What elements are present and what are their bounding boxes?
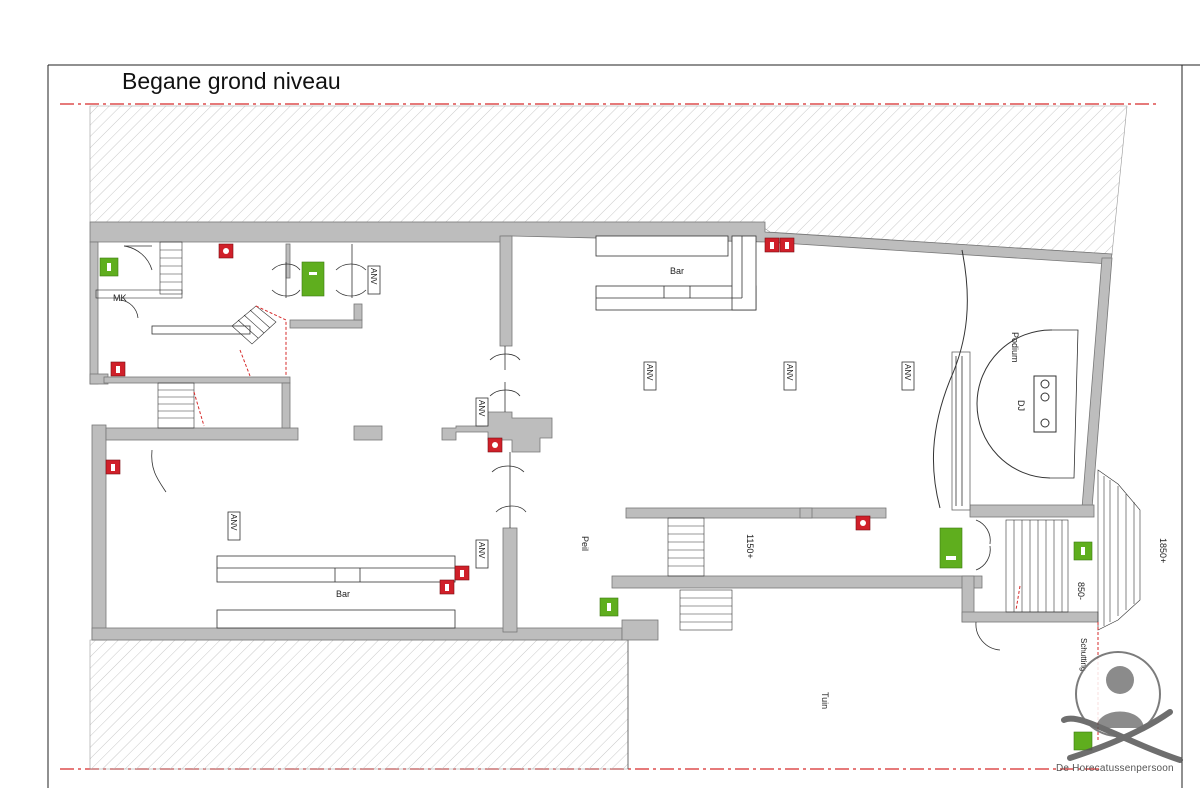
level-1150-label: 1150+ [745,534,755,559]
level-1850-label: 1850+ [1158,538,1168,563]
bar-bottom-label: Bar [336,589,350,599]
schutting-label: Schutting [1079,638,1088,671]
bar-counter-top [595,235,757,311]
kitchen-counter [151,325,251,335]
door-swing-icon [119,245,1001,651]
peil-label: Peil [580,536,590,551]
page-title: Begane grond niveau [122,68,341,94]
stairs-icon [95,241,277,429]
tuin-label: Tuin [820,692,830,709]
stairs-icon [1005,469,1141,631]
bar-top-label: Bar [670,266,684,276]
anv-label: ANV [369,268,378,285]
emergency-exit-sign-icon [301,261,325,297]
podium-label: Podium [1010,332,1020,363]
walls [89,221,1113,641]
dj-booth-arc [976,329,1053,479]
anv-markers [227,265,915,569]
dj-table [1033,375,1057,433]
watermark-text: De Horecatussenpersoon [1056,763,1174,774]
escape-route-markers [271,244,527,528]
anv-label: ANV [645,364,654,381]
drawing-frame [47,64,1200,788]
anv-label: ANV [785,364,794,381]
bar-counter-bottom [216,555,456,629]
garden-outline [627,640,629,769]
neighbour-plot-bottom [89,639,629,770]
stairs-icon [667,517,733,631]
emergency-exit-sign-icon [939,527,963,569]
mk-label: MK [113,293,127,303]
anv-label: ANV [477,542,486,559]
stage-edge [932,249,968,509]
emergency-exit-sign-icon [1073,731,1093,751]
anv-label: ANV [477,400,486,417]
level-850-label: 850- [1076,582,1086,600]
chef-fork-knife-logo-icon [1061,651,1183,763]
anv-label: ANV [903,364,912,381]
stage-steps [955,356,963,506]
fire-compartment-line [193,305,1099,740]
dj-label: DJ [1016,400,1026,411]
anv-label: ANV [229,514,238,531]
